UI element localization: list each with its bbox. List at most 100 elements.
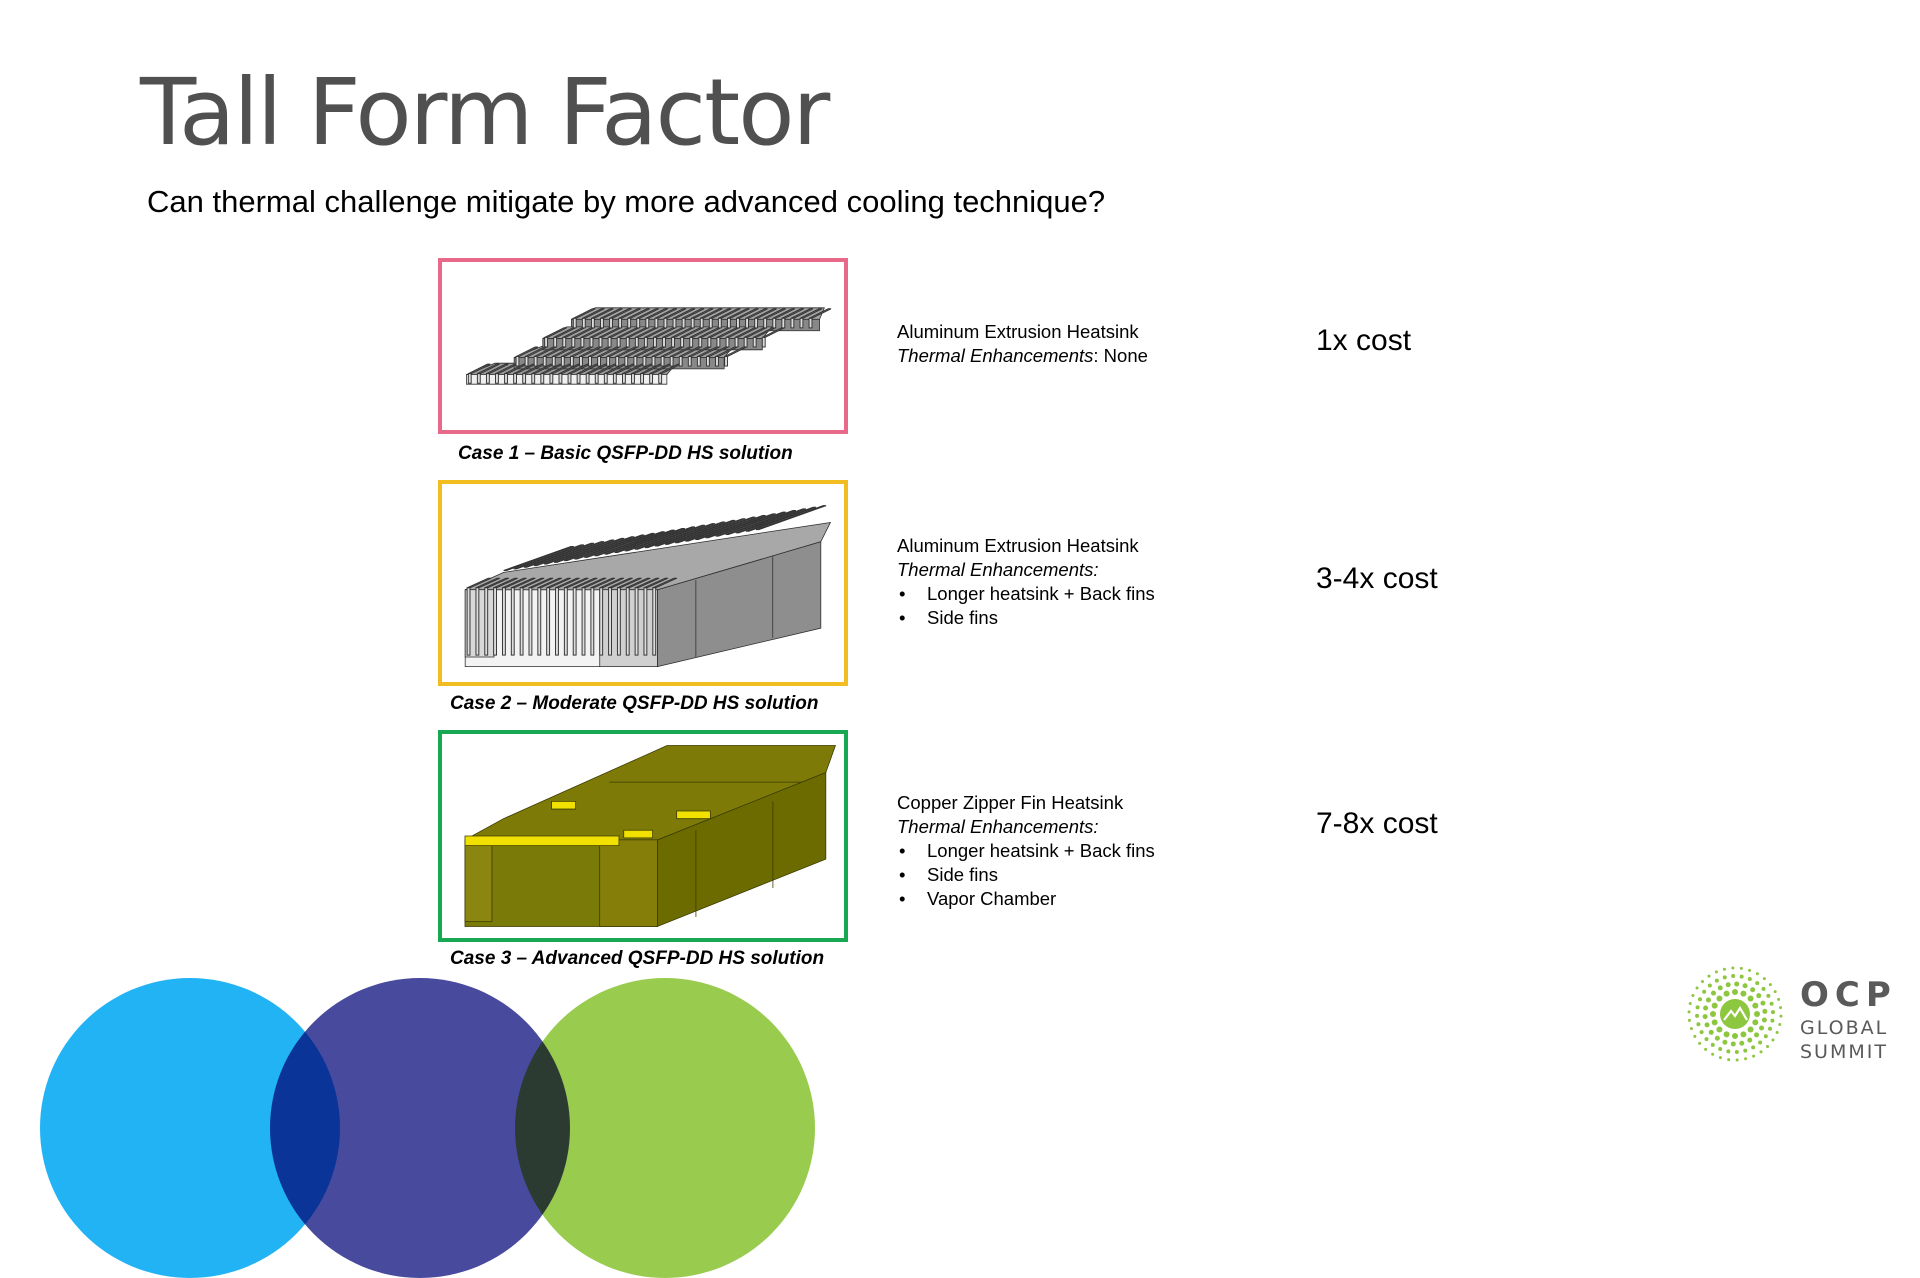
case-3-description: Copper Zipper Fin Heatsink Thermal Enhan… bbox=[897, 791, 1155, 911]
logo-burst-dot bbox=[1759, 1050, 1763, 1054]
logo-burst-dot bbox=[1747, 995, 1754, 1002]
logo-burst-dot bbox=[1735, 1058, 1739, 1062]
logo-burst-dot bbox=[1700, 979, 1704, 983]
logo-burst-dot bbox=[1775, 1031, 1779, 1035]
logo-burst-dot bbox=[1718, 1056, 1722, 1060]
case-3-caption: Case 3 – Advanced QSFP-DD HS solution bbox=[450, 948, 825, 969]
case-3-heatsink-type: Copper Zipper Fin Heatsink bbox=[897, 792, 1124, 813]
logo-burst-dot bbox=[1722, 1039, 1728, 1045]
logo-burst-dot bbox=[1711, 1052, 1715, 1056]
logo-burst-dot bbox=[1696, 1022, 1701, 1027]
case-2-enhancements-label: Thermal Enhancements: bbox=[897, 559, 1099, 580]
logo-burst-dot bbox=[1760, 1000, 1766, 1006]
case-2-enhancement-list: Longer heatsink + Back fins Side fins bbox=[897, 582, 1155, 630]
case-3-cost: 7-8x cost bbox=[1316, 807, 1438, 840]
logo-burst-dot bbox=[1773, 990, 1777, 994]
logo-burst-dot bbox=[1722, 975, 1727, 980]
logo-burst-dot bbox=[1768, 1026, 1773, 1031]
logo-burst-dot bbox=[1779, 1006, 1783, 1010]
case-1-heatsink-type: Aluminum Extrusion Heatsink bbox=[897, 321, 1139, 342]
logo-burst-dot bbox=[1740, 990, 1747, 997]
logo-burst-dot bbox=[1710, 1011, 1716, 1017]
logo-burst-dot bbox=[1769, 1001, 1774, 1006]
case-3-enhancement-list: Longer heatsink + Back fins Side fins Va… bbox=[897, 839, 1155, 911]
logo-burst-dot bbox=[1750, 987, 1756, 993]
logo-burst-dot bbox=[1695, 1005, 1700, 1010]
case-1-cost: 1x cost bbox=[1316, 324, 1412, 357]
logo-burst-dot bbox=[1731, 974, 1736, 979]
logo-burst-dot bbox=[1770, 1018, 1775, 1023]
logo-burst-dot bbox=[1762, 1008, 1768, 1014]
logo-burst-dot bbox=[1758, 1040, 1763, 1045]
logo-burst-dot bbox=[1739, 966, 1743, 970]
logo-burst-dot bbox=[1766, 1045, 1770, 1049]
case-1-enhancements-value: : None bbox=[1093, 345, 1148, 366]
logo-burst-dot bbox=[1755, 981, 1760, 986]
logo-burst-dot bbox=[1768, 983, 1772, 987]
logo-burst-dot bbox=[1702, 1014, 1708, 1020]
logo-burst-dot bbox=[1743, 1048, 1748, 1053]
logo-burst-dot bbox=[1717, 985, 1723, 991]
logo-burst-dot bbox=[1695, 1013, 1700, 1018]
logo-burst-dot bbox=[1687, 1018, 1691, 1022]
logo-burst-dot bbox=[1755, 972, 1759, 976]
logo-burst-dot bbox=[1754, 1032, 1760, 1038]
case-2-image-frame bbox=[438, 480, 848, 686]
logo-burst-dot bbox=[1723, 990, 1730, 997]
logo-burst-dot bbox=[1734, 981, 1740, 987]
list-item: Longer heatsink + Back fins bbox=[897, 582, 1155, 606]
logo-burst-dot bbox=[1710, 990, 1716, 996]
logo-burst-dot bbox=[1778, 1023, 1782, 1027]
logo-burst-dot bbox=[1710, 1042, 1715, 1047]
logo-burst-dot bbox=[1752, 1002, 1759, 1009]
logo-burst-dot bbox=[1752, 1019, 1759, 1026]
list-item: Side fins bbox=[897, 863, 1155, 887]
case-1-heatsink-illustration bbox=[466, 307, 832, 385]
logo-burst-dot bbox=[1702, 989, 1707, 994]
case-1-caption: Case 1 – Basic QSFP-DD HS solution bbox=[458, 443, 793, 464]
logo-burst-dot bbox=[1740, 1031, 1747, 1038]
logo-line-summit: SUMMIT bbox=[1800, 1041, 1888, 1063]
logo-burst-dot bbox=[1732, 989, 1738, 995]
logo-burst-dot bbox=[1705, 997, 1711, 1003]
ocp-starburst-mountain-icon bbox=[1687, 966, 1783, 1062]
logo-burst-dot bbox=[1704, 1037, 1709, 1042]
ocp-logo-text: OCP GLOBAL SUMMIT bbox=[1800, 978, 1897, 1064]
logo-burst-dot bbox=[1770, 1010, 1775, 1015]
logo-burst-dot bbox=[1716, 995, 1723, 1002]
logo-line-global: GLOBAL bbox=[1800, 1017, 1889, 1039]
case-2-caption: Case 2 – Moderate QSFP-DD HS solution bbox=[450, 693, 819, 714]
logo-burst-dot bbox=[1718, 1047, 1723, 1052]
logo-burst-dot bbox=[1711, 1019, 1718, 1026]
logo-burst-dot bbox=[1732, 1033, 1738, 1039]
logo-burst-dot bbox=[1763, 1034, 1768, 1039]
logo-burst-dot bbox=[1747, 976, 1752, 981]
logo-burst-dot bbox=[1744, 1057, 1748, 1061]
logo-burst-dot bbox=[1698, 1041, 1702, 1045]
logo-burst-dot bbox=[1722, 967, 1726, 971]
case-2-cost: 3-4x cost bbox=[1316, 562, 1438, 595]
logo-burst-dot bbox=[1708, 1029, 1714, 1035]
list-item: Longer heatsink + Back fins bbox=[897, 839, 1155, 863]
logo-burst-dot bbox=[1691, 993, 1695, 997]
logo-burst-dot bbox=[1747, 1037, 1753, 1043]
logo-burst-dot bbox=[1748, 968, 1752, 972]
logo-burst-dot bbox=[1727, 1058, 1731, 1062]
logo-burst-dot bbox=[1762, 977, 1766, 981]
logo-burst-dot bbox=[1742, 983, 1748, 989]
list-item: Side fins bbox=[897, 606, 1155, 630]
logo-burst-dot bbox=[1723, 1031, 1730, 1038]
case-1-enhancements-label: Thermal Enhancements bbox=[897, 345, 1094, 366]
logo-burst-dot bbox=[1777, 997, 1781, 1001]
case-2-description: Aluminum Extrusion Heatsink Thermal Enha… bbox=[897, 534, 1155, 630]
logo-line-ocp: OCP bbox=[1800, 975, 1897, 1015]
logo-burst-dot bbox=[1766, 993, 1771, 998]
slide-title: Tall Form Factor bbox=[140, 59, 830, 166]
slide-subtitle: Can thermal challenge mitigate by more a… bbox=[147, 184, 1106, 219]
case-3-heatsink-illustration bbox=[464, 745, 836, 928]
logo-burst-dot bbox=[1751, 1045, 1756, 1050]
case-1-image-frame bbox=[438, 258, 848, 434]
logo-burst-dot bbox=[1716, 1026, 1723, 1033]
logo-burst-dot bbox=[1704, 1022, 1710, 1028]
logo-burst-dot bbox=[1761, 1017, 1767, 1023]
